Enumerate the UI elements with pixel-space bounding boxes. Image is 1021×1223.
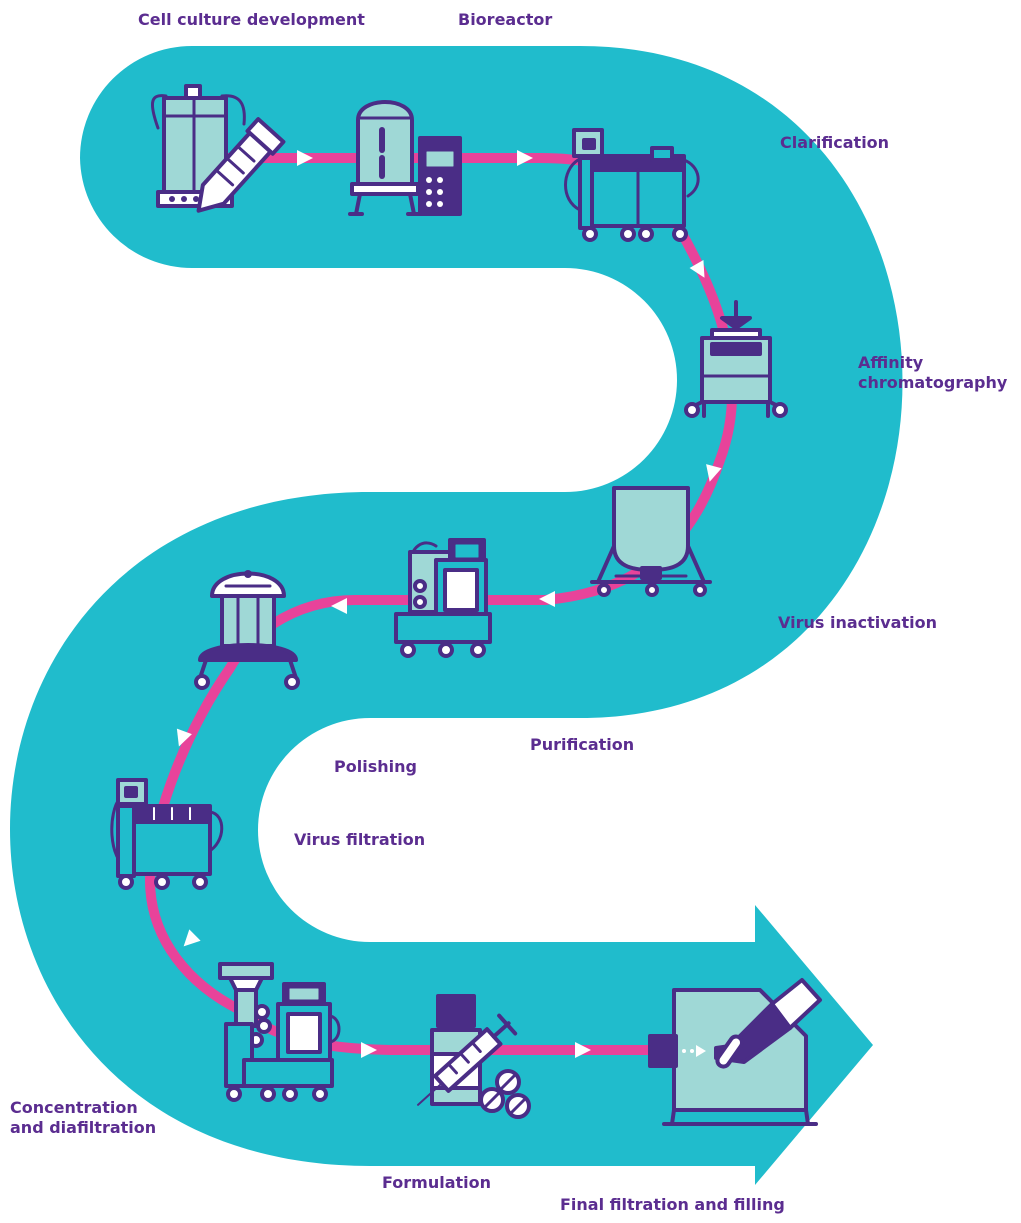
stage-label-affinity: Affinity chromatography [858,353,1008,392]
stage-label-clarification: Clarification [780,133,890,152]
tff-system-icon [218,962,341,1102]
clarification-skid-icon [564,128,700,242]
vial-syringe-tablets-icon [416,994,531,1119]
cell-culture-vessel-icon [150,84,286,213]
purification-system-icon [394,538,492,658]
inactivation-tank-icon [590,486,712,597]
stage-label-final-filling: Final filtration and filling [560,1195,785,1214]
bioreactor-icon [348,100,462,216]
stage-label-virus-inactivation: Virus inactivation [778,613,937,632]
stage-label-polishing: Polishing [334,757,417,776]
isolator-glovebox-icon [648,978,822,1126]
stage-label-formulation: Formulation [382,1173,492,1192]
virus-filtration-skid-icon [110,778,224,890]
stage-label-concentration: Concentration and diafiltration [10,1098,157,1137]
polishing-column-icon [194,570,300,690]
stage-label-virus-filtration: Virus filtration [294,830,426,849]
process-flow-line [145,153,738,1055]
affinity-chromatography-column-icon [684,300,788,418]
stage-label-purification: Purification [530,735,635,754]
stage-label-bioreactor: Bioreactor [458,10,553,29]
stage-label-cell-culture: Cell culture development [138,10,365,29]
